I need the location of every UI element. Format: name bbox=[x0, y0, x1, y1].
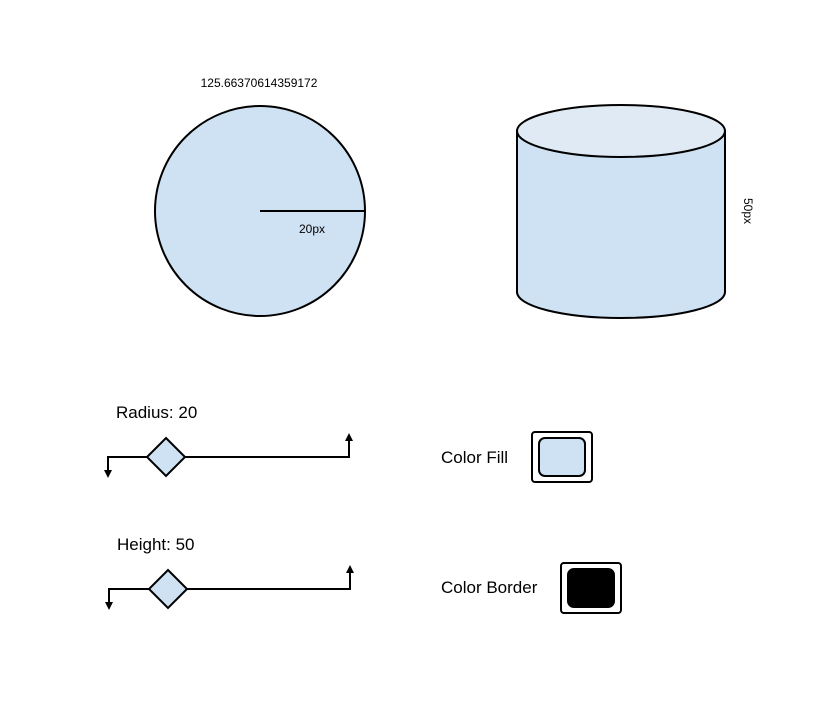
color-border-swatch[interactable] bbox=[567, 568, 615, 608]
cylinder-shape-group: 50px bbox=[516, 104, 755, 319]
color-fill-picker[interactable]: Color Fill bbox=[441, 431, 593, 483]
height-slider[interactable]: Height: 50 bbox=[105, 535, 354, 610]
color-border-picker[interactable]: Color Border bbox=[441, 562, 622, 614]
cylinder-height-label: 50px bbox=[741, 198, 755, 224]
circumference-label: 125.66370614359172 bbox=[201, 76, 318, 90]
radius-slider-label: Radius: 20 bbox=[116, 403, 197, 422]
cylinder-body bbox=[516, 130, 726, 319]
color-fill-swatch[interactable] bbox=[538, 437, 586, 477]
height-slider-handle[interactable] bbox=[147, 568, 189, 610]
circle-shape-group: 125.66370614359172 20px bbox=[154, 76, 366, 317]
radius-slider-handle[interactable] bbox=[145, 436, 187, 478]
height-slider-label: Height: 50 bbox=[117, 535, 195, 554]
cylinder-top bbox=[516, 104, 726, 158]
color-border-label: Color Border bbox=[441, 578, 538, 597]
radius-slider[interactable]: Radius: 20 bbox=[104, 403, 353, 478]
radius-measure-label: 20px bbox=[299, 222, 325, 236]
color-fill-label: Color Fill bbox=[441, 448, 508, 467]
